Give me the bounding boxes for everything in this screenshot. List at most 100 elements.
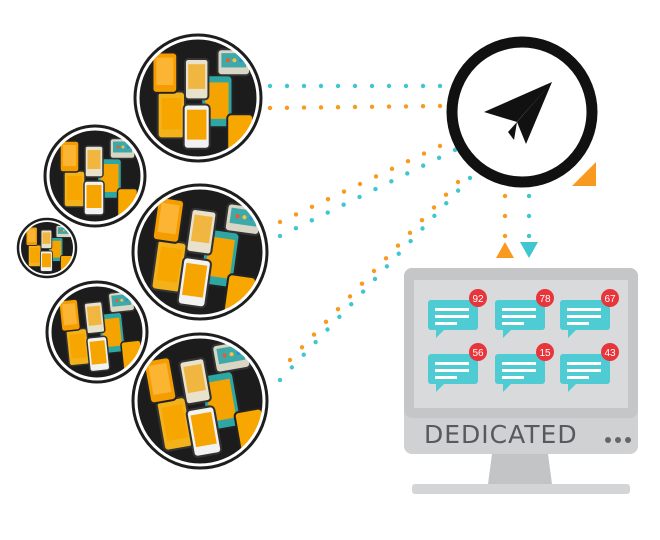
connection-dot — [403, 104, 409, 109]
connection-dot — [396, 251, 401, 256]
message-bubble: 92 — [428, 289, 487, 338]
connection-dot — [437, 83, 443, 89]
phones-circle-2 — [43, 124, 147, 228]
connection-dot — [436, 155, 442, 161]
connection-dot — [407, 230, 413, 236]
connection-dot — [502, 213, 508, 219]
connection-dot — [386, 83, 392, 89]
connection-dot — [369, 104, 375, 110]
connection-dot — [419, 217, 425, 223]
connection-dot — [405, 171, 410, 176]
connection-dot — [395, 243, 401, 248]
connection-dot — [502, 193, 508, 199]
connection-dot — [335, 83, 341, 89]
connection-dot — [287, 357, 293, 363]
monitor-brand-label: DEDICATED — [424, 420, 578, 449]
connection-dot — [383, 256, 389, 261]
connection-dot — [325, 327, 330, 332]
connection-dot — [352, 104, 358, 110]
connection-dot — [502, 233, 508, 239]
connection-dot — [373, 174, 379, 179]
connection-dot — [341, 189, 347, 194]
phones-circle-4 — [16, 217, 78, 279]
connection-dot — [403, 83, 409, 89]
connection-dot — [313, 339, 318, 345]
phones-circle-5 — [45, 280, 149, 384]
connection-dot — [373, 186, 378, 192]
connection-dot — [267, 83, 273, 89]
connection-dot — [431, 205, 437, 210]
connection-dot — [293, 212, 299, 217]
connection-dot — [408, 238, 413, 244]
connection-dot — [357, 194, 362, 200]
phones-circle-6 — [131, 332, 269, 470]
connection-dot — [420, 83, 426, 89]
connection-dot — [347, 294, 353, 299]
connection-dot — [301, 105, 307, 110]
connection-dot — [526, 213, 532, 219]
notification-count-badge: 92 — [472, 294, 484, 305]
connection-dot — [325, 210, 330, 215]
notification-count-badge: 67 — [604, 294, 616, 305]
connection-dot — [432, 213, 437, 219]
connection-dot — [301, 83, 307, 89]
connection-dot — [309, 218, 315, 223]
connection-dot — [352, 83, 358, 89]
connection-dot — [360, 289, 366, 294]
connection-dot — [455, 188, 461, 193]
notification-count-badge: 78 — [539, 294, 551, 305]
connection-dot — [443, 192, 449, 197]
connection-dot — [277, 219, 283, 225]
message-bubble: 67 — [560, 289, 619, 338]
connection-dot — [384, 264, 390, 269]
phones-circle-1 — [133, 33, 263, 163]
connection-dot — [437, 143, 443, 149]
phones-circle-3 — [131, 183, 269, 321]
connection-dot — [421, 151, 427, 156]
connection-dot — [289, 365, 295, 370]
connection-dot — [389, 166, 395, 171]
paper-plane-icon — [446, 36, 598, 188]
connection-dot — [293, 225, 299, 231]
connection-dot — [318, 105, 324, 110]
down-arrow-icon — [520, 242, 538, 258]
connection-dot — [452, 147, 458, 153]
connection-dot — [467, 175, 473, 181]
connection-dot — [444, 201, 449, 206]
connection-dot — [405, 159, 411, 164]
connection-dot — [420, 163, 426, 168]
message-bubble: 78 — [495, 289, 554, 338]
connection-dot — [349, 302, 354, 307]
connection-dot — [325, 197, 331, 202]
connection-dot — [455, 179, 461, 185]
connection-dot — [357, 181, 363, 187]
connection-dot — [341, 202, 346, 207]
connection-dot — [337, 314, 342, 320]
connection-dot — [284, 105, 290, 111]
connection-dot — [318, 83, 324, 89]
connection-dot — [372, 276, 378, 282]
notification-count-badge: 43 — [604, 348, 616, 359]
connection-dot — [335, 306, 341, 312]
message-bubble: 43 — [560, 343, 619, 392]
connection-dot — [526, 193, 532, 199]
connection-dot — [420, 104, 426, 109]
connection-dot — [389, 179, 394, 184]
connection-dot — [299, 345, 305, 350]
connection-dot — [420, 226, 425, 231]
connection-dot — [311, 332, 317, 337]
connection-dot — [277, 377, 283, 383]
notification-count-badge: 56 — [472, 348, 484, 359]
connection-dot — [526, 233, 532, 239]
connection-dot — [267, 105, 273, 111]
connection-dot — [437, 103, 443, 109]
connection-dot — [386, 104, 392, 109]
dotted-connections — [267, 83, 532, 383]
connection-dot — [309, 204, 315, 209]
connection-dot — [284, 83, 290, 89]
connection-dot — [301, 352, 306, 357]
connection-dot — [323, 319, 329, 325]
message-bubble: 56 — [428, 343, 487, 392]
